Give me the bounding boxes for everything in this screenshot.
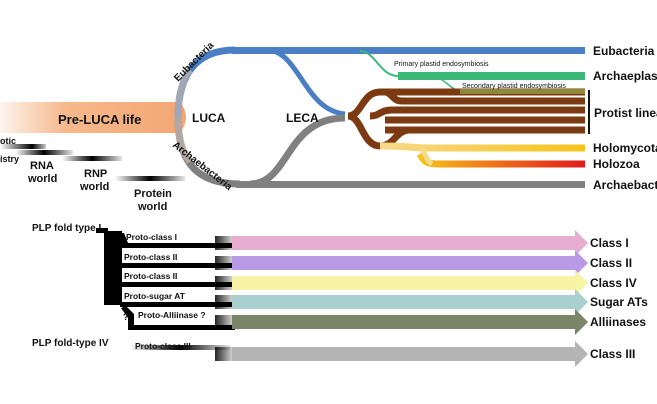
arrow-alliinases (232, 309, 588, 335)
rnp-world-label-1: RNP (84, 168, 107, 180)
plp-fold-type-4-label: PLP fold-type IV (32, 338, 109, 349)
archaeplastida-line (398, 72, 585, 80)
plp-fold-type-1-label: PLP fold type I (32, 223, 101, 234)
holo-split (418, 145, 434, 167)
archaebacteria-branch-label: Archaebacteria (170, 140, 234, 193)
lineage-archaeplastida: Archaeplas (593, 69, 657, 83)
arrow-class-2 (232, 250, 588, 276)
eubacteria-to-leca (269, 47, 346, 117)
class-1-label: Class I (590, 236, 629, 250)
luca-label: LUCA (192, 111, 226, 125)
chemistry-label-1: otic (0, 136, 16, 146)
pre-luca-label: Pre-LUCA life (58, 112, 141, 127)
sugar-ats-label: Sugar ATs (590, 295, 648, 309)
class-3-label: Class III (590, 347, 635, 361)
proto-sugar-label: Proto-sugar AT (124, 291, 186, 301)
class-4-label: Class IV (590, 276, 637, 290)
early-world-dashes (0, 144, 185, 181)
lineage-protist: Protist linea (594, 106, 657, 120)
plp-connector-fades (130, 236, 237, 361)
proto-class-1-label: Proto-class I (126, 232, 177, 242)
holozoa-line (416, 152, 585, 168)
arrow-class-3 (232, 341, 588, 367)
protein-world-label-2: world (137, 201, 167, 213)
archaebacteria-arc-fade (174, 117, 193, 164)
lineage-holozoa: Holozoa (593, 157, 640, 171)
arrow-class-1 (232, 230, 588, 256)
primary-plastid-label: Primary plastid endosymbiosis (394, 61, 489, 68)
protist-secondary-line (460, 89, 585, 94)
proto-class-2b-label: Proto-class II (124, 271, 177, 281)
alliinases-label: Alliinases (590, 315, 646, 329)
arrow-sugar-ats (232, 289, 588, 315)
rnp-world-label-2: world (79, 181, 109, 193)
proto-alliinase-label: Proto-Alliinase ? (138, 310, 206, 320)
class-2-label: Class II (590, 256, 632, 270)
archaebacteria-line (236, 181, 585, 188)
rna-world-label-2: world (27, 173, 57, 185)
proto-class-2-label: Proto-class II (124, 252, 177, 262)
lineage-holomycota: Holomycota (593, 141, 657, 155)
secondary-plastid-label: Secondary plastid endosymbiosis (462, 83, 566, 90)
eubacteria-line (232, 47, 585, 54)
eubacteria-arc-fade (174, 67, 193, 119)
eubacteria-branch-label: Eubacteria (172, 40, 216, 84)
arrow-class-4 (232, 270, 588, 296)
question-mark-label: ? (123, 312, 129, 322)
leca-label: LECA (286, 111, 319, 125)
rna-world-label-1: RNA (30, 160, 54, 172)
lineage-archaebacteria: Archaebact (593, 178, 657, 192)
chemistry-label-2: istry (0, 154, 19, 164)
primary-plastid-curve (359, 50, 399, 77)
proto-class-3-label: Proto-class III (135, 341, 191, 351)
archaebacteria-to-leca (249, 114, 346, 188)
pre-luca-bar (0, 102, 186, 133)
protein-world-label-1: Protein (134, 188, 172, 200)
holomycota-line (379, 142, 585, 152)
lineage-eubacteria: Eubacteria (593, 44, 655, 58)
eubacteria-arc (174, 46, 236, 119)
protist-tree (347, 88, 585, 150)
